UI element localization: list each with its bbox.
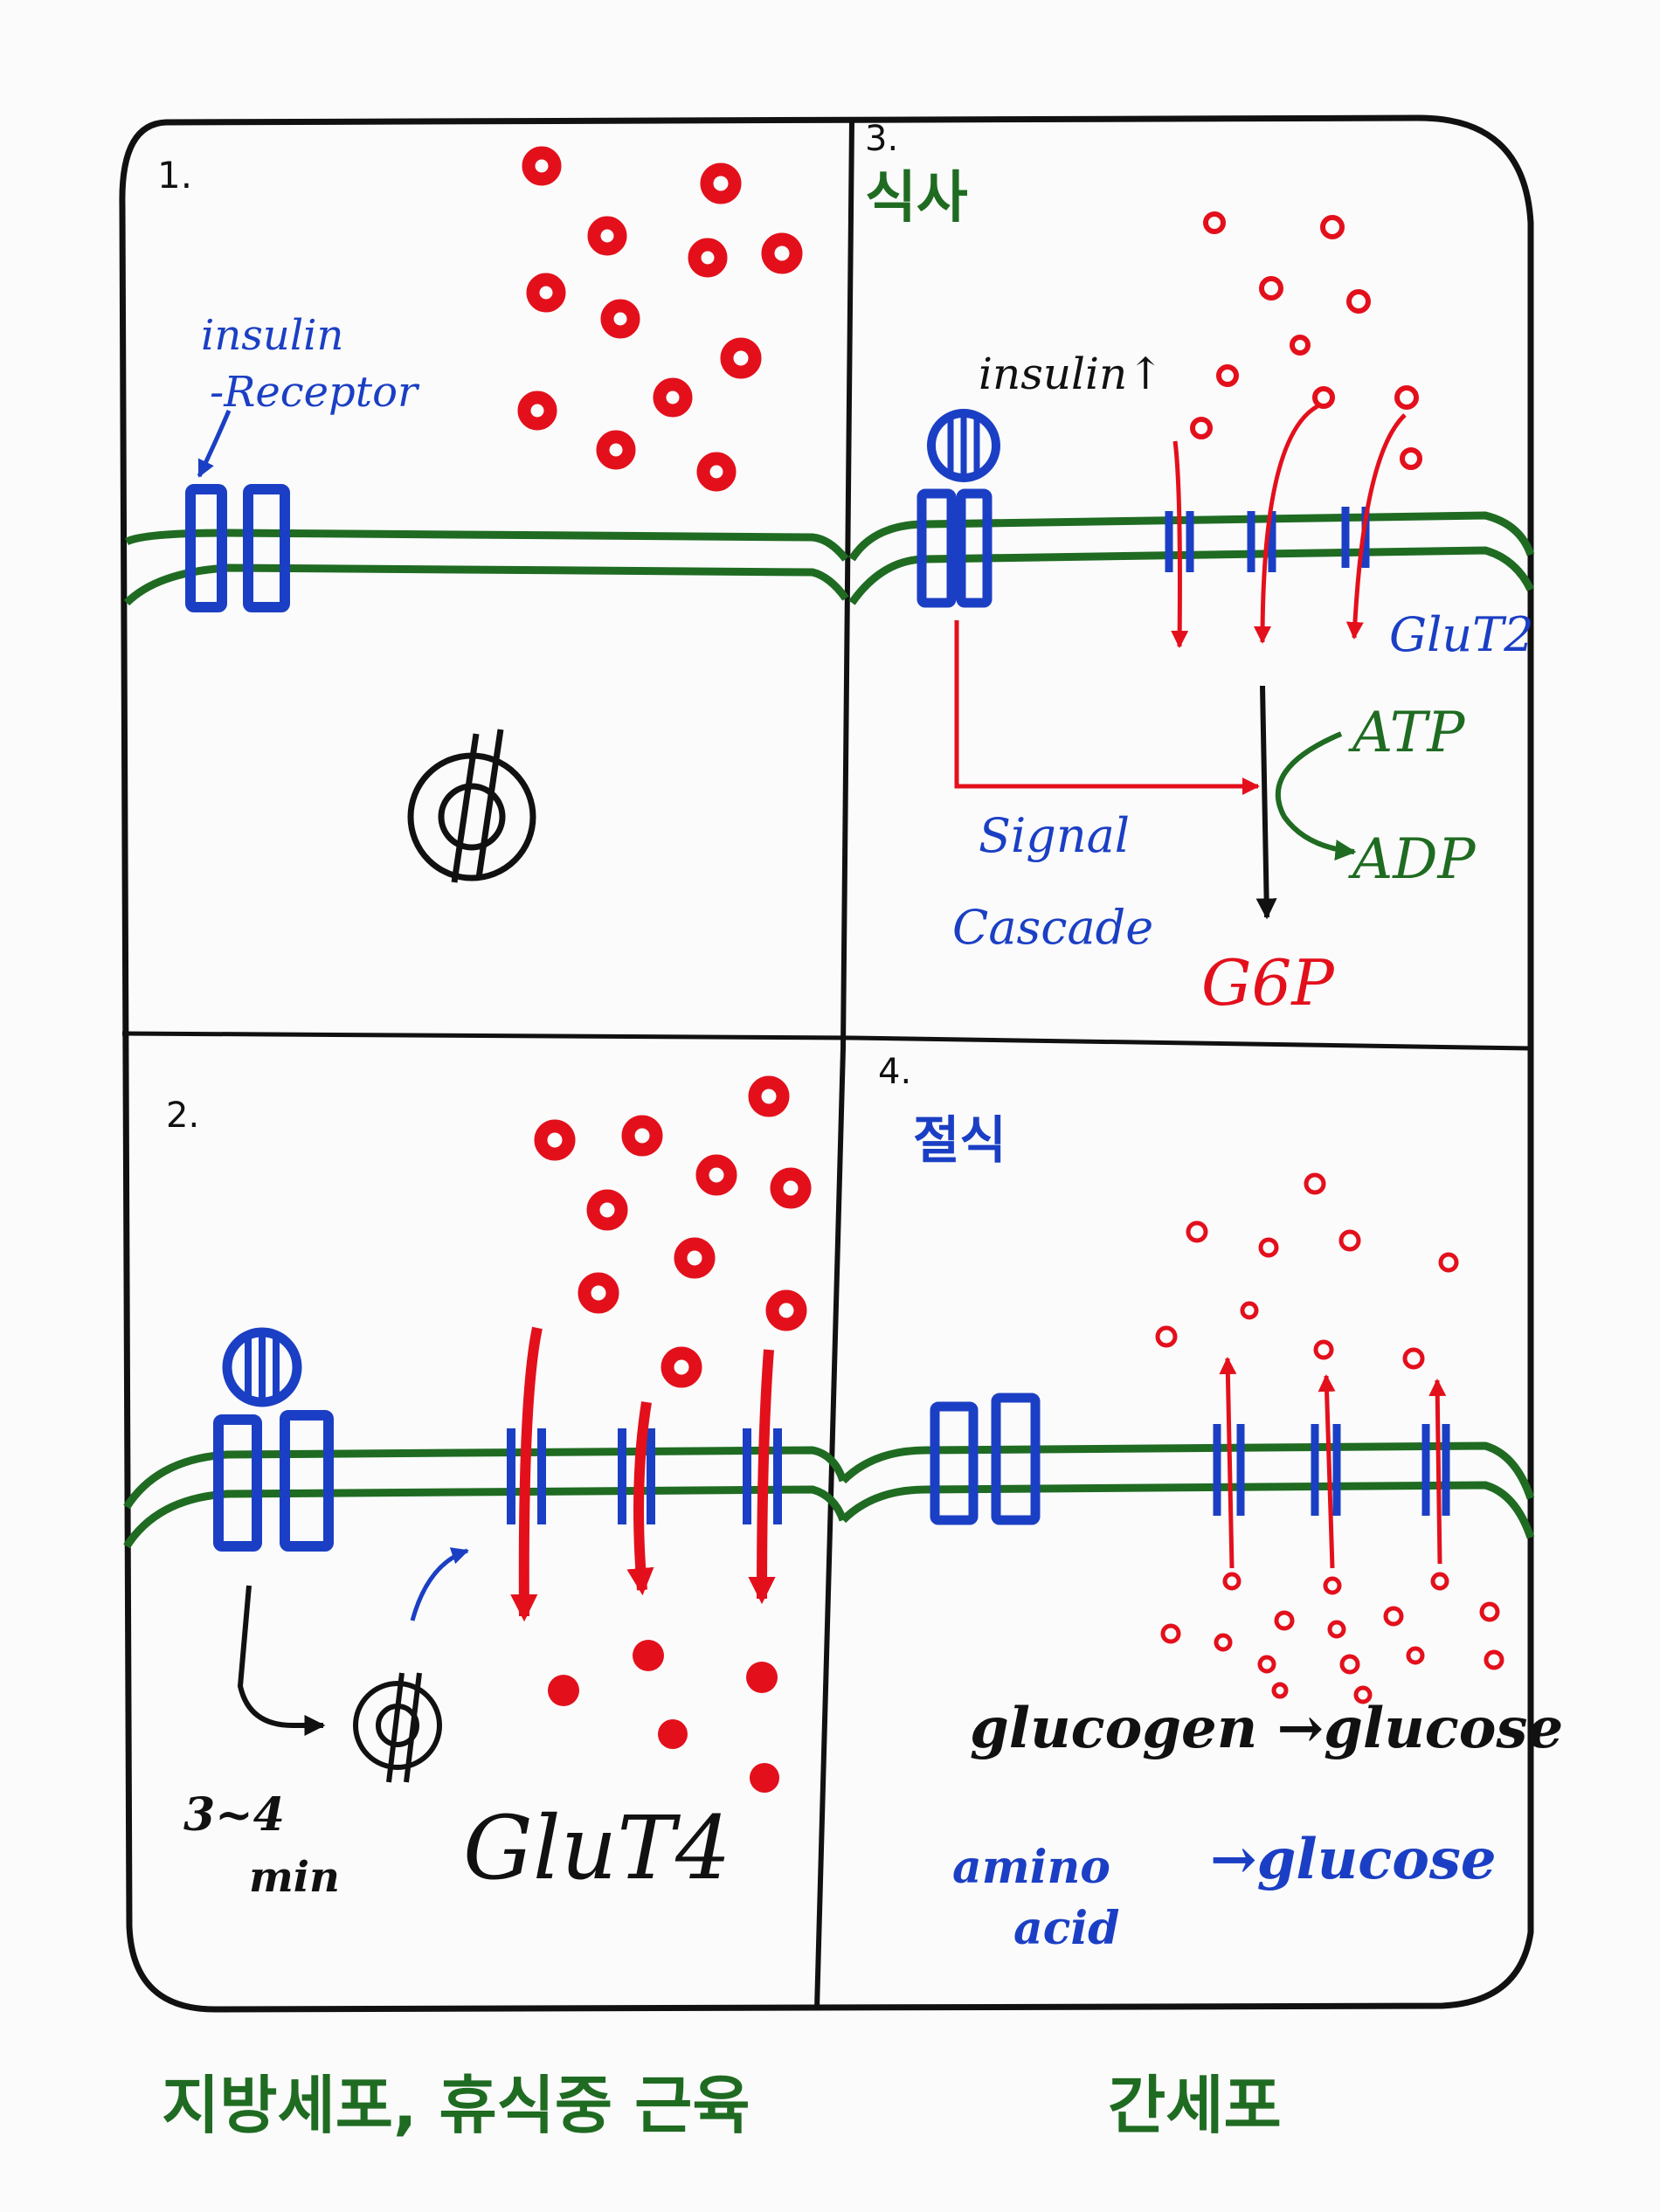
signal-arrow — [954, 620, 1260, 795]
insulin-ball-icon — [927, 409, 1000, 482]
insulin-receptor — [213, 1410, 334, 1552]
arrow-icon — [197, 410, 232, 478]
glucose-cluster — [1155, 1172, 1504, 1704]
glucose-influx-arrows — [1171, 404, 1407, 648]
insulin-receptor — [185, 484, 290, 612]
glut2-transporter — [1165, 507, 1370, 572]
glucose-cluster — [1190, 211, 1422, 470]
diagram-frame — [119, 114, 1534, 2013]
vertical-divider — [814, 120, 854, 2010]
panel-2: 2. 3~4 min GluT4 — [166, 1075, 812, 1902]
time-label: 3~4 — [183, 1788, 285, 1842]
glut4-label: GluT4 — [463, 1797, 731, 1899]
caption-right: 간세포 — [1108, 2069, 1282, 2142]
glucose-influx-arrows — [510, 1326, 776, 1622]
membrane-panel-2 — [123, 1446, 847, 1549]
time-label: min — [249, 1853, 340, 1902]
amino-acid-label: acid — [1013, 1902, 1119, 1955]
glut4-transporter — [507, 1428, 782, 1524]
glycogenolysis-label: glucogen →glucose — [970, 1696, 1563, 1761]
vesicle-icon — [407, 729, 536, 883]
vesicle-icon — [353, 1672, 442, 1783]
panel-number: 4. — [878, 1052, 911, 1092]
glucose-inside-cluster — [548, 1640, 779, 1793]
gluconeogenesis-label: →glucose — [1210, 1827, 1497, 1892]
panel-title: 절식 — [913, 1110, 1006, 1170]
membrane-panel-1 — [123, 529, 849, 606]
signal-cascade-label: Cascade — [952, 900, 1153, 955]
membrane-panel-4 — [840, 1441, 1535, 1539]
receptor-label: insulin — [201, 311, 343, 360]
caption-left: 지방세포, 휴식중 근육 — [162, 2069, 750, 2142]
liver-transporter — [1213, 1424, 1450, 1516]
g6p-label: G6P — [1201, 946, 1335, 1020]
recycling-arrow — [410, 1547, 469, 1621]
signal-cascade-label: Signal — [979, 808, 1130, 863]
panel-number: 3. — [865, 119, 898, 159]
panel-number: 2. — [166, 1096, 199, 1136]
atp-adp-curve — [1275, 731, 1357, 861]
insulin-receptor — [930, 1393, 1041, 1525]
insulin-receptor — [916, 488, 993, 608]
panel-number: 1. — [157, 154, 192, 197]
panel-1: 1. insulin -Receptor — [157, 146, 803, 883]
receptor-label: -Receptor — [210, 368, 420, 417]
adp-label: ADP — [1348, 827, 1477, 892]
panel-3: 3. 식사 insulin↑ GluT2 — [865, 119, 1534, 1020]
panel-4: 4. 절식 — [878, 1052, 1563, 1955]
glucose-efflux-arrows — [1219, 1357, 1447, 1569]
insulin-ball-icon — [222, 1327, 302, 1407]
internalization-arrow — [237, 1585, 326, 1736]
amino-acid-label: amino — [952, 1841, 1110, 1894]
insulin-label: insulin↑ — [979, 349, 1164, 399]
glucose-cluster — [534, 1075, 812, 1388]
panel-title: 식사 — [865, 166, 968, 231]
horizontal-divider — [121, 1031, 1532, 1051]
pathway-arrow — [1255, 685, 1277, 920]
glut2-label: GluT2 — [1389, 607, 1534, 662]
glucose-cluster — [517, 146, 803, 492]
atp-label: ATP — [1348, 701, 1465, 765]
